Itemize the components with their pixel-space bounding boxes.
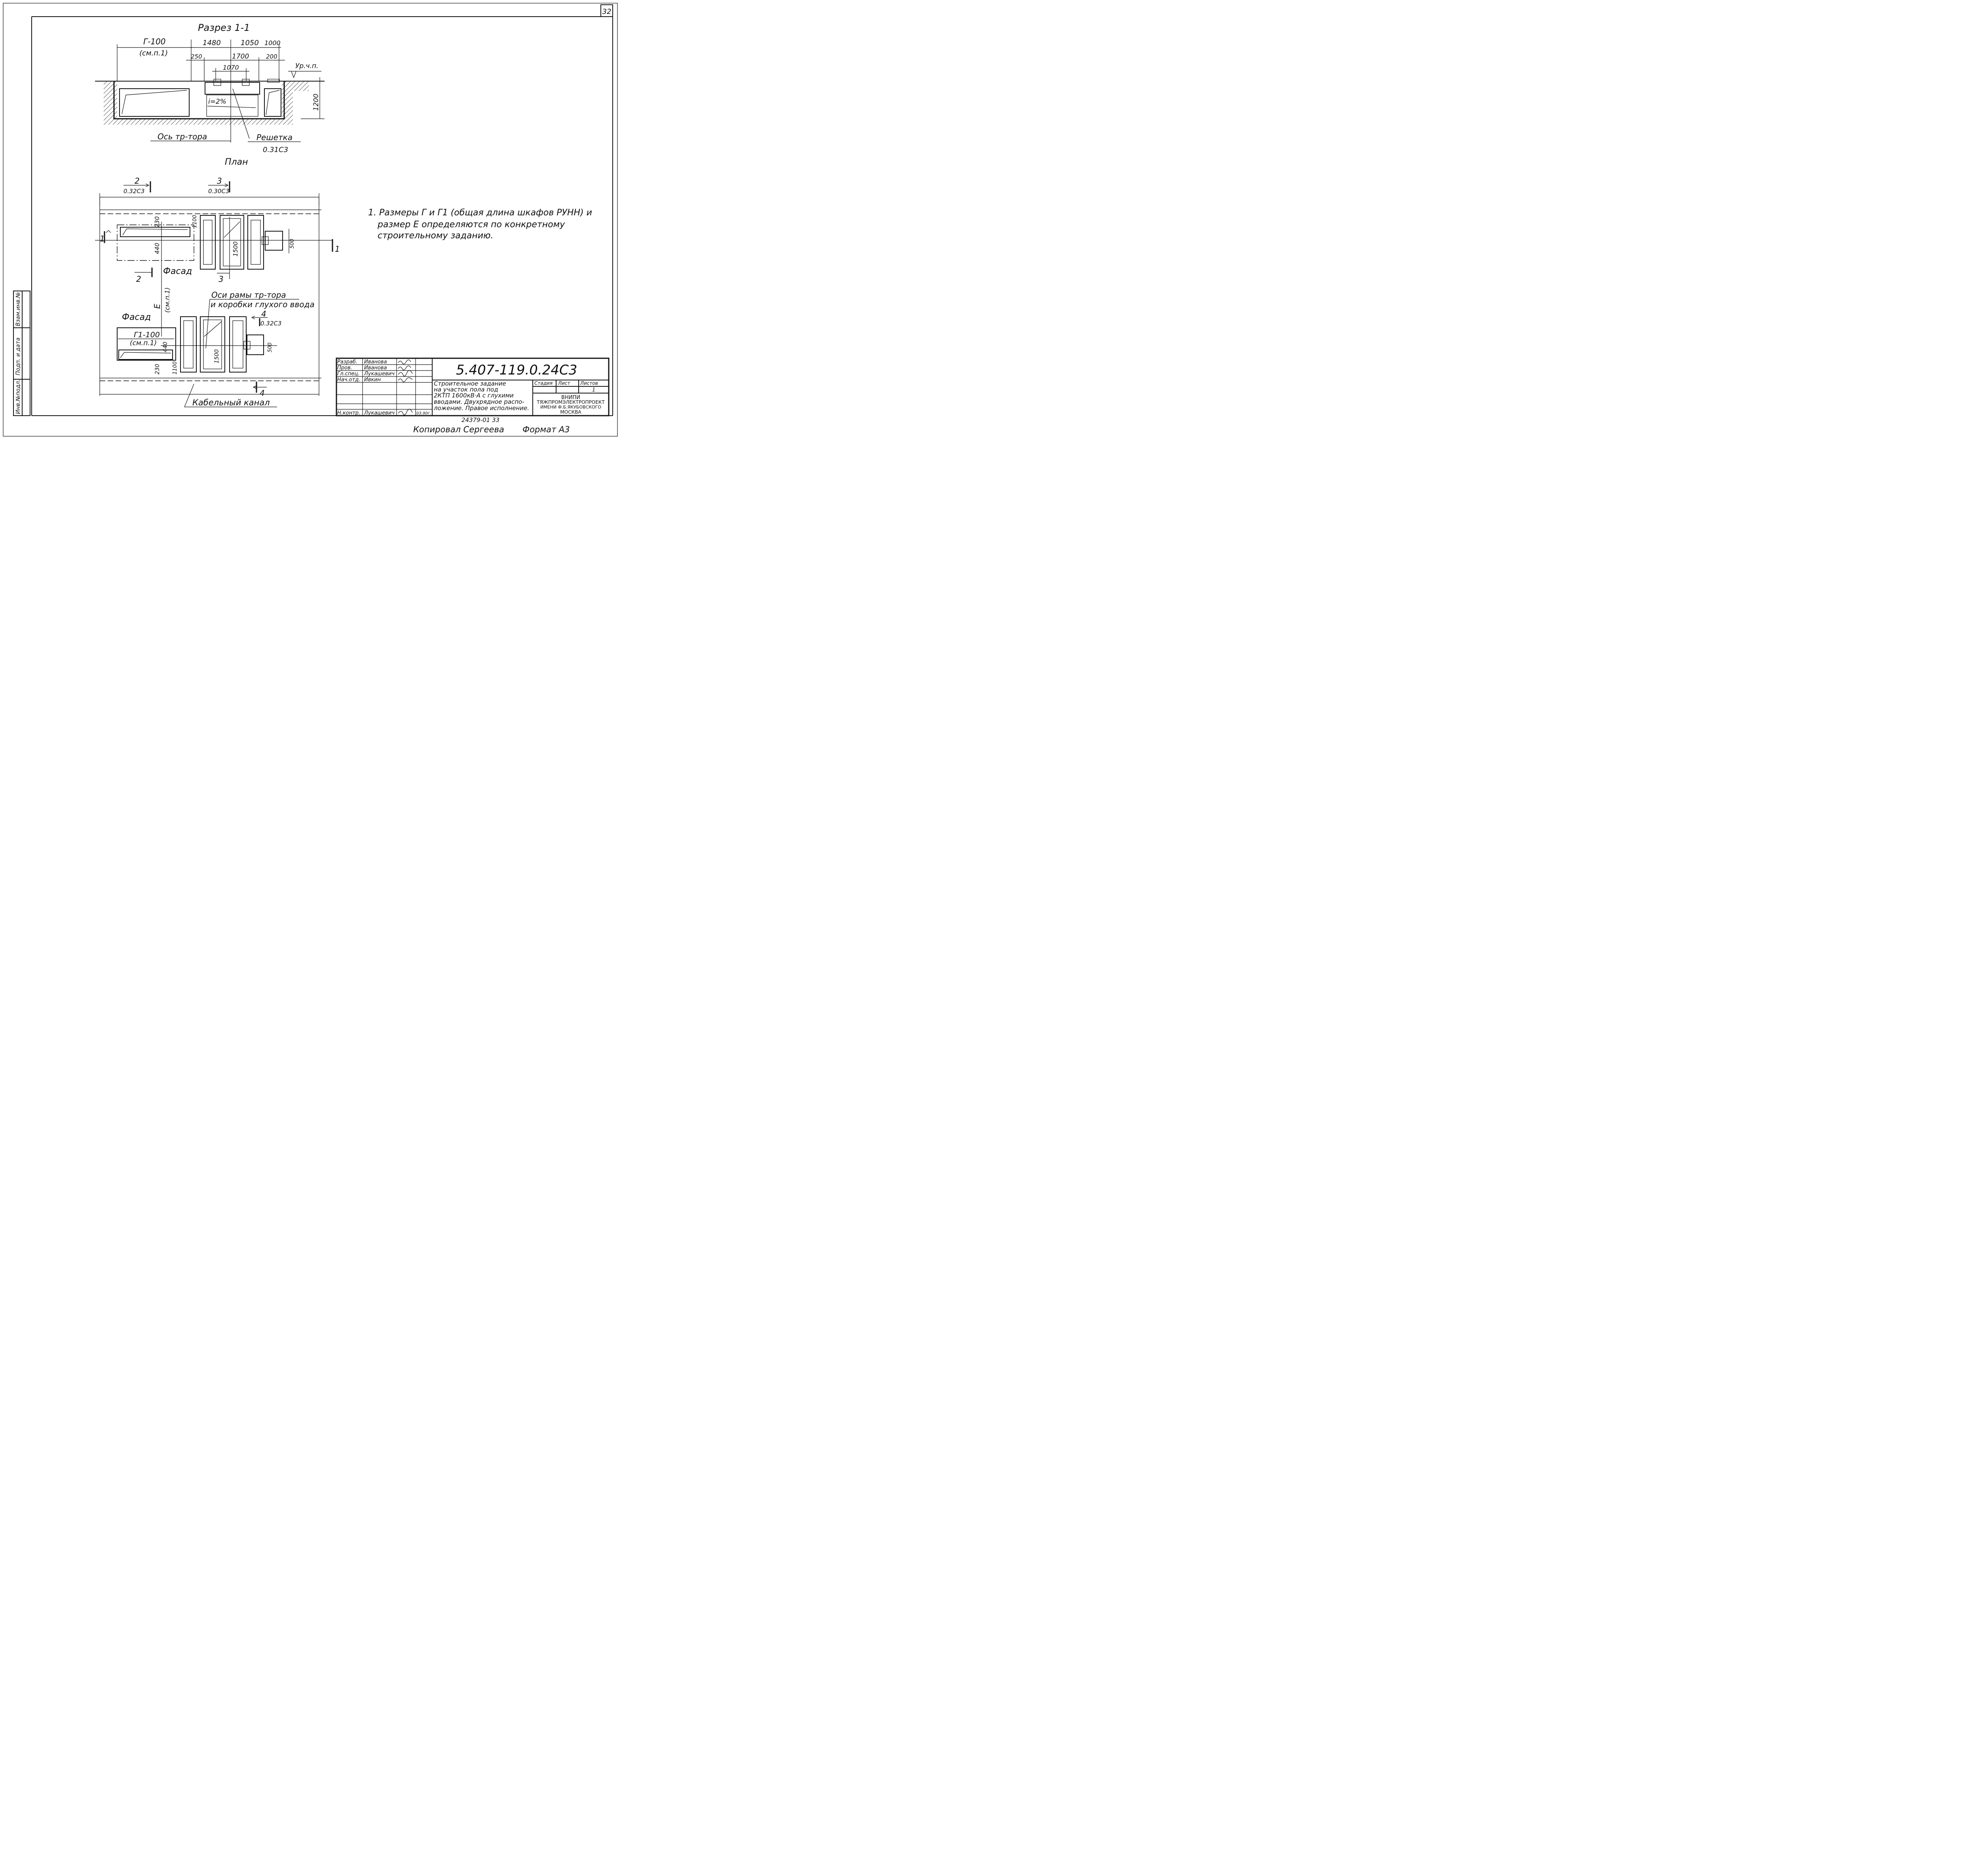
cut4-num: 4 bbox=[261, 309, 266, 319]
tb-desc-2: 2КТП 1600кВ·А с глухими bbox=[434, 392, 514, 399]
note-line-1: 1. Размеры Г и Г1 (общая длина шкафов РУ… bbox=[368, 208, 592, 218]
tb-org-3: ИМЕНИ Ф.Б.ЯКУБОВСКОГО bbox=[540, 405, 601, 410]
cut1-left: 1 bbox=[100, 234, 105, 243]
tb-name-1: Иванова bbox=[364, 365, 387, 371]
plan-title: План bbox=[225, 157, 248, 167]
page-number: 32 bbox=[602, 8, 612, 16]
dim-1500-top: 1500 bbox=[232, 241, 239, 257]
dim-500-top: 500 bbox=[289, 239, 295, 249]
footer-format: Формат А3 bbox=[522, 425, 570, 434]
dim-1700: 1700 bbox=[232, 53, 249, 61]
level-mark: Ур.ч.п. bbox=[295, 62, 319, 70]
signature-3 bbox=[398, 370, 413, 376]
tb-desc-0: Строительное задание bbox=[434, 380, 506, 387]
cable-channel: Кабельный канал bbox=[192, 398, 270, 407]
notes: 1. Размеры Г и Г1 (общая длина шкафов РУ… bbox=[368, 208, 592, 241]
tb-org-1: ВНИПИ bbox=[561, 395, 580, 401]
tb-desc-4: ложение. Правое исполнение. bbox=[433, 405, 529, 412]
tb-name-3: Ивкин bbox=[364, 377, 381, 383]
side-stamp-replace-inv: Взам.инв.№ bbox=[15, 292, 21, 326]
side-stamp-orig-inv: Инв.№подл. bbox=[15, 379, 21, 414]
plan-view: План 2 0.32С3 3 0.30С3 230 440 1100 bbox=[95, 157, 340, 407]
signature-5 bbox=[398, 409, 413, 415]
axis-label: Ось тр-тора bbox=[158, 132, 207, 141]
dim-e: Е bbox=[152, 304, 162, 309]
tb-role-1: Пров. bbox=[337, 365, 352, 371]
dim-1070: 1070 bbox=[223, 64, 239, 71]
dim-200: 200 bbox=[266, 53, 277, 60]
cut3-num: 3 bbox=[217, 176, 222, 186]
side-stamp: Взам.инв.№ Подп. и дата Инв.№подл. bbox=[13, 291, 30, 416]
dim-g1-note: (см.п.1) bbox=[130, 339, 157, 347]
tb-desc-1: на участок пола под bbox=[434, 386, 498, 393]
tb-org-4: МОСКВА bbox=[560, 409, 581, 415]
cut4-bottom: 4 bbox=[260, 388, 265, 398]
note-line-3: строительному заданию. bbox=[378, 231, 494, 241]
footer-copied-by: Копировал Сергеева bbox=[413, 425, 504, 434]
cut2-ref: 0.32С3 bbox=[123, 188, 144, 195]
dim-440-bot: 440 bbox=[162, 342, 169, 352]
dim-500-bot: 500 bbox=[267, 342, 273, 352]
tb-role-3: Нач.отд. bbox=[337, 377, 360, 383]
dim-1480: 1480 bbox=[203, 39, 221, 47]
section-1-1: Разрез 1-1 Г-100 (см.п.1) 1480 1050 1000… bbox=[95, 22, 325, 154]
dim-230-top: 230 bbox=[154, 216, 161, 228]
tb-sheets-header: Листов bbox=[580, 380, 598, 386]
tb-role-6: Н.контр. bbox=[337, 410, 360, 416]
facade-top: Фасад bbox=[163, 266, 192, 276]
tb-stage-header: Стадия bbox=[534, 380, 553, 386]
footer-order-number: 24379-01 33 bbox=[462, 416, 499, 424]
tb-role-0: Разраб. bbox=[337, 359, 357, 365]
dim-1100-bot: 1100 bbox=[172, 361, 178, 374]
dim-g100-note: (см.п.1) bbox=[139, 49, 168, 57]
tb-name-2: Лукашевич bbox=[364, 371, 395, 377]
signature-2 bbox=[398, 365, 411, 371]
dim-1200: 1200 bbox=[312, 94, 320, 111]
title-block: Разраб. Иванова Пров. Иванова Гл.спец. Л… bbox=[336, 357, 610, 416]
cut3-bottom: 3 bbox=[218, 274, 224, 284]
cut4-ref: 0.32С3 bbox=[260, 320, 281, 327]
dim-440-top: 440 bbox=[154, 243, 161, 254]
dim-1100-top: 1100 bbox=[192, 215, 198, 228]
dim-e-note: (см.п.1) bbox=[163, 287, 171, 313]
dim-g1: Г1-100 bbox=[134, 331, 160, 339]
dim-1500-bot: 1500 bbox=[214, 349, 220, 363]
note-line-2: размер Е определяются по конкретному bbox=[377, 220, 565, 230]
dim-230-bot: 230 bbox=[154, 364, 161, 374]
grate-ref: 0.31С3 bbox=[263, 146, 288, 154]
section-title: Разрез 1-1 bbox=[198, 22, 250, 33]
tb-org-2: ТЯЖПРОМЭЛЕКТРОПРОЕКТ bbox=[536, 399, 605, 405]
axes-label-2: и коробки глухого ввода bbox=[211, 300, 315, 309]
axes-label-1: Оси рамы тр-тора bbox=[211, 290, 286, 300]
cut3-ref: 0.30С3 bbox=[208, 188, 229, 195]
tb-code: 5.407-119.0.24С3 bbox=[456, 362, 577, 378]
tb-sheet-header: Лист bbox=[558, 380, 570, 386]
tb-date: 03.90г. bbox=[416, 411, 431, 416]
side-stamp-sign-date: Подп. и дата bbox=[15, 338, 21, 375]
dim-g100: Г-100 bbox=[143, 37, 166, 46]
slope-label: i=2% bbox=[208, 98, 226, 106]
tb-desc-3: вводами. Двухрядное распо- bbox=[434, 398, 524, 405]
dim-1050: 1050 bbox=[241, 39, 259, 47]
cut2-bottom: 2 bbox=[136, 274, 141, 284]
tb-name-6: Лукашевич bbox=[364, 410, 395, 416]
facade-bottom: Фасад bbox=[122, 312, 151, 322]
grate-label: Решетка bbox=[256, 133, 292, 142]
tb-role-2: Гл.спец. bbox=[337, 371, 359, 377]
signature-4 bbox=[398, 377, 413, 382]
tb-sheets-value: 1 bbox=[592, 387, 595, 393]
dim-250: 250 bbox=[191, 53, 202, 60]
cut2-num: 2 bbox=[135, 176, 140, 186]
page-number-box bbox=[600, 4, 613, 17]
drawing-sheet: 32 Взам.инв.№ Подп. и дата Инв.№подл. Ра… bbox=[3, 3, 618, 437]
dim-1000: 1000 bbox=[264, 39, 281, 47]
outer-frame bbox=[3, 3, 618, 437]
tb-name-0: Иванова bbox=[364, 359, 387, 365]
signature-1 bbox=[398, 359, 411, 365]
cut1-right: 1 bbox=[335, 244, 340, 254]
